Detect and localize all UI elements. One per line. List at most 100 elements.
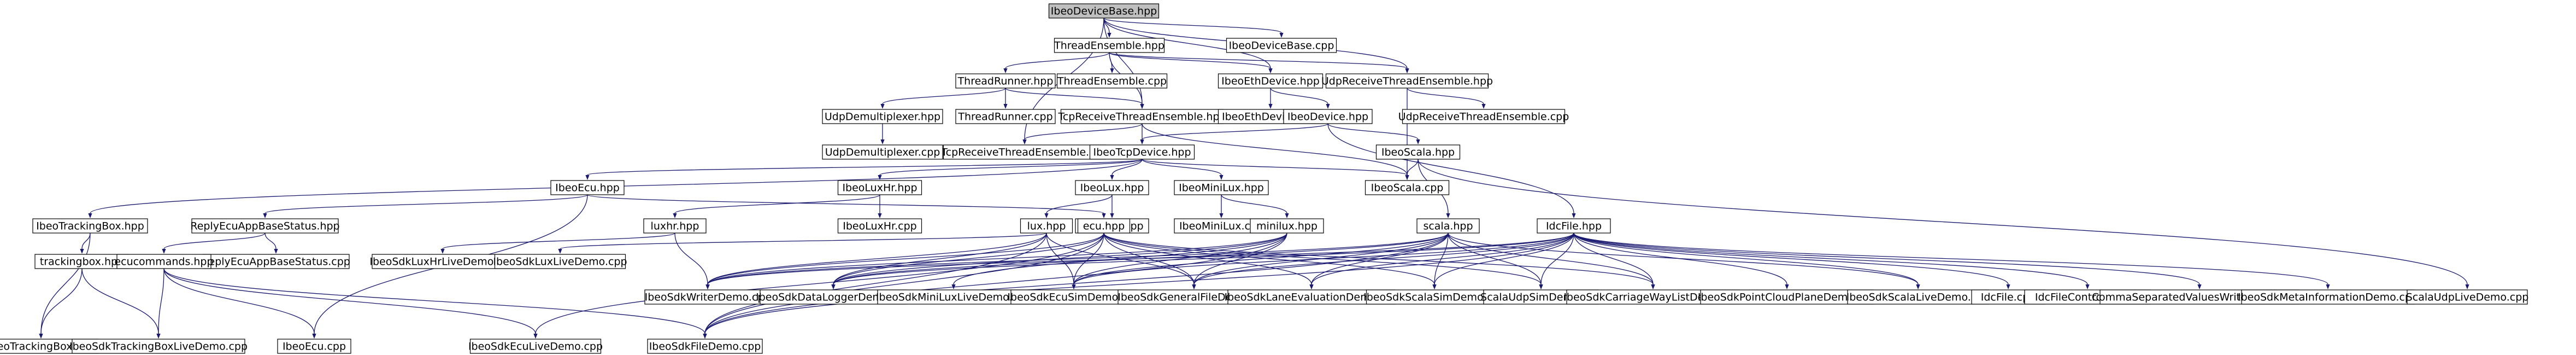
- file-node-tcpreceivethreadensemble-cpp[interactable]: TcpReceiveThreadEnsemble.cpp: [940, 144, 1108, 160]
- file-node-threadrunner-cpp[interactable]: ThreadRunner.cpp: [955, 109, 1056, 124]
- file-node-box: [1375, 144, 1461, 160]
- dependency-edge: [878, 159, 1143, 180]
- file-node-tcpreceivethreadensemble-hpp[interactable]: TcpReceiveThreadEnsemble.hpp: [1057, 109, 1226, 124]
- dependency-edge: [1109, 52, 1273, 73]
- file-node-box: [1416, 218, 1480, 234]
- file-node-replyecuappbasestatus-cpp[interactable]: ReplyEcuAppBaseStatus.cpp: [202, 254, 350, 269]
- file-node-replyecuappbasestatus-hpp[interactable]: ReplyEcuAppBaseStatus.hpp: [190, 218, 340, 234]
- file-node-box: [372, 254, 514, 269]
- file-node-ibeosdkscalasimdemo-cpp[interactable]: IbeoSdkScalaSimDemo.cpp: [1363, 289, 1505, 305]
- dependency-edge: [1448, 232, 1543, 289]
- dependency-edge: [1103, 18, 1273, 73]
- file-node-ecu-hpp[interactable]: ecu.hpp: [1077, 218, 1131, 234]
- file-node-ibeolux-hpp[interactable]: IbeoLux.hpp: [1075, 180, 1149, 195]
- file-node-label: IbeoSdkMetaInformationDemo.cpp: [2238, 292, 2418, 304]
- file-node-ibeosdkscalalivedemo-cpp[interactable]: IbeoSdkScalaLiveDemo.cpp: [1846, 289, 1990, 305]
- file-node-lux-hpp[interactable]: lux.hpp: [1020, 218, 1073, 234]
- dependency-edge: [674, 232, 710, 289]
- file-node-ibeoluxhr-cpp[interactable]: IbeoLuxHr.cpp: [837, 218, 922, 234]
- dependency-edge: [1270, 88, 1330, 109]
- file-node-ibeosdkluxhrlivedemo-cpp[interactable]: IbeoSdkLuxHrLiveDemo.cpp: [369, 254, 516, 269]
- dependency-edge: [585, 159, 1143, 180]
- file-node-box: [822, 109, 943, 124]
- file-node-scalaudplivedemo-cpp[interactable]: ScalaUdpLiveDemo.cpp: [2406, 289, 2529, 305]
- file-node-udpdemultiplexer-hpp[interactable]: UdpDemultiplexer.hpp: [822, 109, 943, 124]
- dependency-edge: [81, 268, 161, 339]
- file-node-label: UdpDemultiplexer.hpp: [825, 111, 940, 123]
- file-node-label: IbeoLux.hpp: [1080, 182, 1144, 194]
- file-node-label: IbeoMiniLux.cpp: [1179, 220, 1263, 232]
- file-node-label: IbeoLuxHr.cpp: [843, 220, 916, 232]
- file-node-box: [837, 218, 922, 234]
- file-node-ibeoscala-hpp[interactable]: IbeoScala.hpp: [1375, 144, 1461, 160]
- dependency-edge: [1003, 52, 1110, 73]
- file-node-label: IbeoSdkWriterDemo.cpp: [645, 292, 771, 304]
- file-node-box: [1283, 109, 1373, 124]
- file-node-ibeominilux-hpp[interactable]: IbeoMiniLux.hpp: [1174, 180, 1269, 195]
- file-node-label: UdpReceiveThreadEnsemble.cpp: [1398, 111, 1569, 123]
- file-node-box: [955, 109, 1056, 124]
- file-node-label: ScalaUdpLiveDemo.cpp: [2406, 292, 2529, 304]
- file-node-ibeoecu-cpp[interactable]: IbeoEcu.cpp: [277, 339, 351, 354]
- file-node-minilux-hpp[interactable]: minilux.hpp: [1250, 218, 1324, 234]
- file-node-ibeosdkecusimdemo-cpp[interactable]: IbeoSdkEcuSimDemo.cpp: [1007, 289, 1140, 305]
- dependency-edge: [1044, 194, 1113, 218]
- dependency-edge: [533, 232, 1104, 339]
- file-node-ibeoethdevice-hpp[interactable]: IbeoEthDevice.hpp: [1218, 73, 1324, 89]
- file-node-ibeosdkeculivedemo-cpp[interactable]: IbeoSdkEcuLiveDemo.cpp: [468, 339, 603, 354]
- file-node-ibeosdkfiledemo-cpp[interactable]: IbeoSdkFileDemo.cpp: [647, 339, 763, 354]
- file-node-udpreceivethreadensemble-cpp[interactable]: UdpReceiveThreadEnsemble.cpp: [1398, 109, 1569, 124]
- dependency-edge: [703, 232, 1449, 339]
- dependency-edge: [703, 232, 1574, 339]
- file-node-trackingbox-hpp[interactable]: trackingbox.hpp: [34, 254, 130, 269]
- file-node-threadensemble-cpp[interactable]: ThreadEnsemble.cpp: [1057, 73, 1168, 89]
- file-node-ecucommands-hpp[interactable]: ecucommands.hpp: [114, 254, 214, 269]
- file-node-box: [644, 289, 771, 305]
- file-node-udpdemultiplexer-cpp[interactable]: UdpDemultiplexer.cpp: [822, 144, 943, 160]
- dependency-edge: [1573, 232, 1789, 289]
- file-node-label: minilux.hpp: [1256, 220, 1318, 232]
- file-node-ibeosdkpointcloudplanedemo-cpp[interactable]: IbeoSdkPointCloudPlaneDemo.cpp: [1698, 289, 1876, 305]
- dependency-edge: [705, 232, 1104, 289]
- file-node-label: IbeoSdkDataLoggerDemo.cpp: [756, 292, 911, 304]
- file-node-ibeotrackingbox-hpp[interactable]: IbeoTrackingBox.hpp: [32, 218, 148, 234]
- file-node-box: [1089, 144, 1195, 160]
- file-node-label: IbeoDevice.hpp: [1287, 111, 1368, 123]
- file-node-box: [2241, 289, 2415, 305]
- file-node-box: [550, 180, 625, 195]
- dependency-edge: [1539, 232, 1574, 289]
- file-node-ibeoluxhr-hpp[interactable]: IbeoLuxHr.hpp: [837, 180, 922, 195]
- file-node-ibeotcpdevice-hpp[interactable]: IbeoTcpDevice.hpp: [1089, 144, 1195, 160]
- file-node-box: [1537, 218, 1611, 234]
- dependency-edge: [1142, 123, 1409, 180]
- file-node-ibeodevice-hpp[interactable]: IbeoDevice.hpp: [1283, 109, 1373, 124]
- file-node-threadensemble-hpp[interactable]: ThreadEnsemble.hpp: [1054, 38, 1165, 53]
- file-node-box: [1060, 109, 1224, 124]
- file-node-box: [1402, 109, 1566, 124]
- file-node-label: IbeoMiniLux.hpp: [1179, 182, 1264, 194]
- file-node-label: TcpReceiveThreadEnsemble.cpp: [940, 147, 1108, 159]
- file-node-ibeosdkluxlivedemo-cpp[interactable]: IbeoSdkLuxLiveDemo.cpp: [493, 254, 627, 269]
- file-node-ibeosdktrackingboxlivedemo-cpp[interactable]: IbeoSdkTrackingBoxLiveDemo.cpp: [69, 339, 248, 354]
- file-node-ibeodevicebase-hpp[interactable]: IbeoDeviceBase.hpp: [1048, 3, 1160, 19]
- file-node-ibeoscala-cpp[interactable]: IbeoScala.cpp: [1365, 180, 1450, 195]
- file-node-ibeosdkwriterdemo-cpp[interactable]: IbeoSdkWriterDemo.cpp: [644, 289, 771, 305]
- dependency-edge: [163, 268, 707, 339]
- dependency-edge: [163, 268, 316, 339]
- file-node-label: IbeoSdkMiniLuxLiveDemo.cpp: [876, 292, 1031, 304]
- file-node-idcfile-hpp[interactable]: IdcFile.hpp: [1537, 218, 1611, 234]
- file-node-ibeodevicebase-cpp[interactable]: IbeoDeviceBase.cpp: [1226, 38, 1337, 53]
- file-node-ibeosdkmetainformationdemo-cpp[interactable]: IbeoSdkMetaInformationDemo.cpp: [2238, 289, 2418, 305]
- file-node-scala-hpp[interactable]: scala.hpp: [1416, 218, 1480, 234]
- file-node-ibeoecu-hpp[interactable]: IbeoEcu.hpp: [550, 180, 625, 195]
- file-node-threadrunner-hpp[interactable]: ThreadRunner.hpp: [955, 73, 1056, 89]
- file-node-label: ThreadEnsemble.cpp: [1057, 75, 1167, 88]
- dependency-edge: [1072, 232, 1449, 289]
- file-node-box: [32, 218, 148, 234]
- file-node-udpreceivethreadensemble-hpp[interactable]: UdpReceiveThreadEnsemble.hpp: [1321, 73, 1493, 89]
- dependency-edge: [1327, 123, 1576, 218]
- file-node-luxhr-hpp[interactable]: luxhr.hpp: [643, 218, 707, 234]
- file-node-label: IbeoSdkPointCloudPlaneDemo.cpp: [1698, 292, 1876, 304]
- dependency-edge: [1448, 232, 1655, 289]
- file-node-label: IbeoSdkTrackingBoxLiveDemo.cpp: [69, 341, 248, 353]
